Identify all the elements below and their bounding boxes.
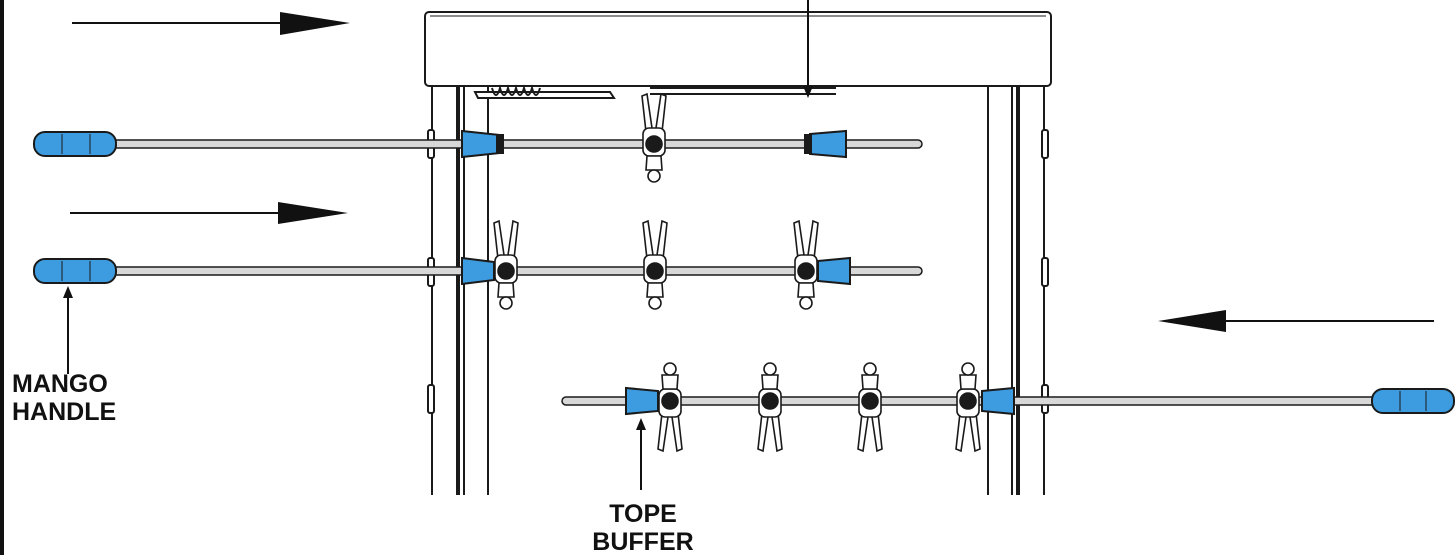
buffer-label: TOPE BUFFER [568, 500, 718, 556]
buffer [461, 256, 495, 286]
player-figure-icon [493, 219, 519, 310]
arrow-up-icon [636, 418, 646, 490]
spring-icon [473, 84, 836, 99]
left-border [0, 0, 4, 555]
buffer [981, 386, 1015, 416]
player-figure-icon [642, 219, 668, 310]
player-figure-icon [641, 92, 667, 183]
rod-3 [561, 386, 1455, 416]
arrow-up-icon [63, 286, 73, 374]
handle [1371, 388, 1455, 414]
buffer-label-line-1: TOPE [609, 500, 677, 528]
handle [33, 258, 117, 284]
buffer-label-line-2: BUFFER [592, 528, 694, 556]
player-figure-icon [793, 219, 819, 310]
rod-2 [33, 256, 923, 286]
handle-label: MANGO HANDLE [12, 370, 116, 426]
arrow-down-icon [803, 0, 813, 98]
buffer [817, 256, 851, 286]
player-figure-icon [757, 362, 783, 453]
arrow-right-icon [72, 12, 350, 35]
rod-1 [33, 129, 923, 159]
player-figure-icon [857, 362, 883, 453]
top-rail [424, 11, 1052, 87]
buffer [461, 129, 504, 159]
buffer [625, 386, 659, 416]
arrow-right-icon [70, 202, 348, 224]
table-frame [424, 11, 1052, 495]
buffer [804, 129, 847, 159]
handle [33, 131, 117, 157]
player-figure-icon [657, 362, 683, 453]
handle-label-line-2: HANDLE [12, 398, 117, 426]
arrow-left-icon [1158, 310, 1434, 332]
rod-shaft [109, 139, 923, 149]
handle-label-line-1: MANGO [12, 370, 108, 398]
player-figure-icon [955, 362, 981, 453]
